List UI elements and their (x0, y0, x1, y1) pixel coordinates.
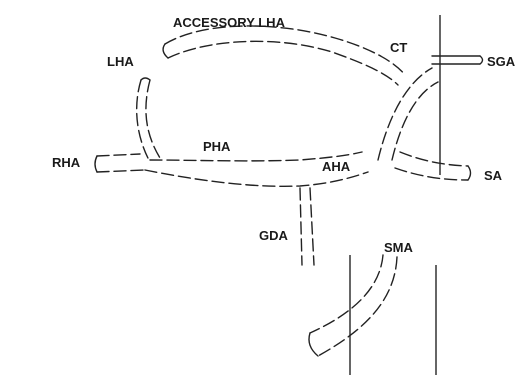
sga-cap (479, 55, 484, 65)
accessory-lha-cap (162, 43, 169, 59)
rha-upper-wall (96, 153, 141, 157)
sa-cap (467, 165, 472, 181)
gda-left-wall (299, 187, 303, 266)
rha-vessel (94, 153, 146, 173)
pha-lower-wall (144, 169, 369, 187)
sa-vessel (394, 151, 472, 181)
sma-upper-wall (309, 254, 384, 334)
accessory-lha-vessel (162, 25, 406, 86)
pha-vessel (144, 151, 369, 187)
label-lha: LHA (107, 54, 134, 69)
celiac-trunk-wall-right (391, 81, 439, 161)
accessory-lha-lower-wall (167, 40, 399, 86)
pha-upper-wall (149, 151, 363, 162)
gda-vessel (299, 187, 315, 266)
label-pha: PHA (203, 139, 231, 154)
lha-right-wall (145, 79, 161, 159)
gda-right-wall (309, 187, 315, 266)
label-accessory-lha: ACCESSORY LHA (173, 15, 286, 30)
sma-cap (308, 332, 319, 357)
sa-lower-wall (394, 167, 469, 181)
sa-upper-wall (399, 151, 469, 167)
lha-cap (140, 77, 151, 81)
label-sga: SGA (487, 54, 516, 69)
lha-vessel (136, 77, 161, 163)
label-sma: SMA (384, 240, 414, 255)
rha-lower-wall (96, 169, 146, 173)
label-gda: GDA (259, 228, 289, 243)
sma-lower-wall (317, 256, 398, 357)
celiac-trunk-vessel (377, 67, 439, 161)
sma-vessel (308, 254, 398, 357)
sga-walls (431, 55, 481, 65)
label-aha: AHA (322, 159, 351, 174)
label-rha: RHA (52, 155, 81, 170)
label-sa: SA (484, 168, 503, 183)
lha-left-wall (136, 79, 151, 163)
label-ct: CT (390, 40, 407, 55)
rha-cap (94, 155, 98, 173)
accessory-lha-upper-wall (164, 25, 406, 76)
sga-vessel (431, 55, 484, 65)
